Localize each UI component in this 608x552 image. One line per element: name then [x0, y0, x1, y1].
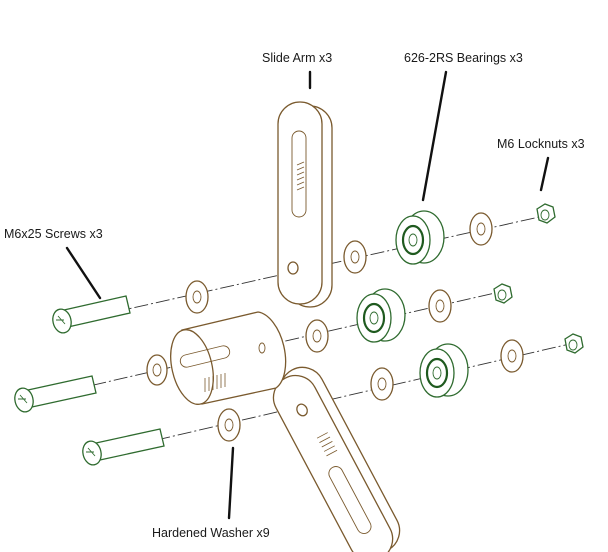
- locknut-2: [493, 283, 513, 304]
- label-screws: M6x25 Screws x3: [4, 227, 103, 241]
- screw-middle: [14, 375, 97, 413]
- bearing-1: [395, 210, 445, 265]
- locknut-1: [536, 203, 556, 224]
- center-hub: [170, 311, 287, 405]
- leader-bearings: [421, 70, 448, 202]
- locknut-3: [564, 333, 584, 354]
- washer-8: [428, 289, 452, 323]
- bearing-2: [356, 288, 406, 343]
- washer-6: [370, 367, 394, 401]
- axis-bottom: [91, 341, 579, 456]
- label-locknuts: M6 Locknuts x3: [497, 137, 585, 151]
- slide-arm-top: [277, 101, 333, 308]
- washer-3: [217, 408, 241, 442]
- washer-4: [343, 240, 367, 274]
- washer-9: [500, 339, 524, 373]
- leader-screws: [65, 246, 102, 300]
- washer-1: [185, 280, 209, 314]
- leader-locknuts: [539, 156, 550, 192]
- screw-bottom: [82, 428, 165, 466]
- label-washer: Hardened Washer x9: [152, 526, 270, 540]
- screw-top: [52, 295, 131, 334]
- leader-washer: [227, 446, 235, 520]
- washer-7: [469, 212, 493, 246]
- washer-5: [305, 319, 329, 353]
- label-bearings: 626-2RS Bearings x3: [404, 51, 523, 65]
- bearing-3: [419, 343, 469, 398]
- label-slide-arm: Slide Arm x3: [262, 51, 332, 65]
- washer-2: [146, 354, 168, 386]
